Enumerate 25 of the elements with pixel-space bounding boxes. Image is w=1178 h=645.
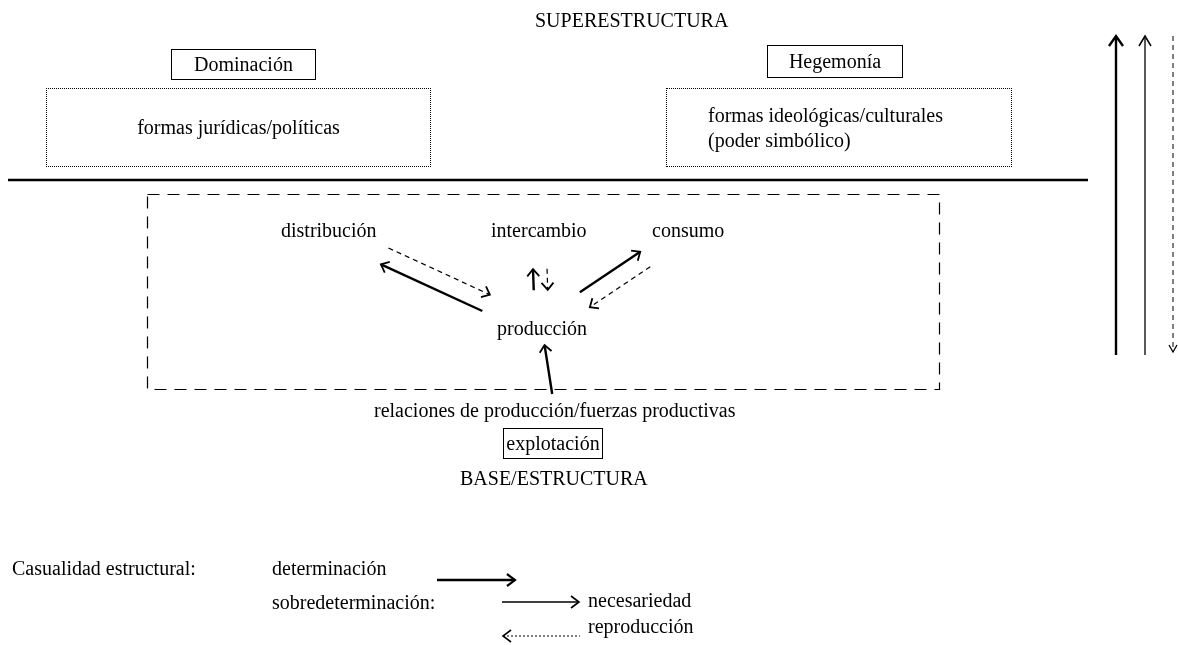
- dashed-arrow: [589, 266, 651, 310]
- label-box: Dominación: [171, 49, 316, 80]
- dashed-region-box: [147, 194, 940, 390]
- section-title: SUPERESTRUCTURA: [535, 8, 729, 33]
- legend-heading: sobredeterminación:: [272, 590, 436, 615]
- node-text: intercambio: [491, 218, 587, 243]
- label-box: explotación: [503, 428, 603, 459]
- node-text: distribución: [281, 218, 377, 243]
- arrow: [579, 249, 642, 294]
- section-title: BASE/ESTRUCTURA: [460, 466, 648, 491]
- legend-text: determinación: [272, 556, 387, 581]
- legend-heading: Casualidad estructural:: [12, 556, 196, 581]
- arrow: [380, 260, 483, 313]
- label-box: Hegemonía: [767, 45, 903, 78]
- legend-text: necesariedad: [588, 588, 692, 613]
- node-text: producción: [497, 316, 587, 341]
- dotted-box: formas jurídicas/políticas: [46, 88, 431, 167]
- dashed-arrow: [540, 268, 555, 291]
- node-text: consumo: [652, 218, 725, 243]
- legend-text: reproducción: [588, 614, 694, 639]
- arrow: [538, 344, 554, 395]
- dotted-box: formas ideológicas/culturales (poder simbólico): [666, 88, 1012, 167]
- dashed-arrow: [387, 247, 491, 299]
- node-text: relaciones de producción/fuerzas productivas: [374, 398, 736, 423]
- arrow: [526, 268, 541, 291]
